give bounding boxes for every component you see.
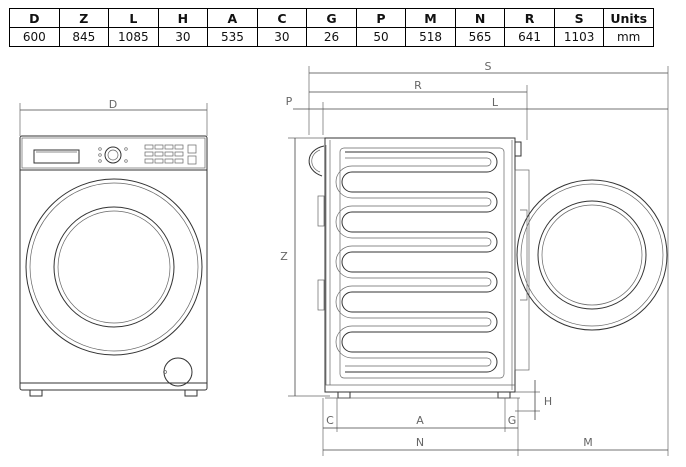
value-cell: 518 [405, 27, 456, 47]
dimension-g: G [505, 398, 519, 432]
dimension-z: Z [280, 137, 330, 397]
value-cell: 50 [355, 27, 407, 47]
dimension-m: M [518, 250, 669, 456]
dimension-s: S [308, 60, 669, 250]
label-l: L [492, 96, 499, 109]
front-foot-left [29, 389, 43, 397]
front-view: D [19, 98, 208, 397]
detergent-drawer [33, 149, 80, 164]
drum-coil [341, 151, 498, 373]
label-s: S [485, 60, 492, 73]
dimension-p: P [286, 95, 324, 135]
dimensions-table: D Z L H A C G P M N R S Units 600 845 10… [9, 8, 654, 47]
label-z: Z [280, 250, 288, 263]
hose-hook [308, 145, 325, 177]
label-n: N [416, 436, 424, 449]
value-cell: 535 [207, 27, 258, 47]
label-g: G [508, 414, 517, 427]
label-a: A [416, 414, 424, 427]
side-cabinet [324, 137, 516, 393]
front-cabinet [19, 135, 208, 391]
dimension-d: D [19, 98, 208, 136]
value-cell: 1103 [553, 27, 605, 47]
program-knob [104, 146, 122, 164]
dimension-c: C [322, 398, 338, 432]
dimension-l: L [323, 96, 668, 110]
value-cell: mm [603, 27, 654, 47]
label-m: M [583, 436, 593, 449]
front-foot-right [184, 389, 198, 397]
side-foot-rear [337, 391, 351, 399]
side-foot-front [497, 391, 511, 399]
filter-cover [163, 357, 193, 387]
value-cell: 565 [454, 27, 506, 47]
label-c: C [326, 414, 334, 427]
dimension-n: N [322, 432, 519, 456]
label-r: R [414, 79, 422, 92]
value-cell: 600 [9, 27, 60, 47]
side-view: S R P L Z [280, 60, 669, 456]
dimension-r: R [309, 79, 528, 140]
value-cell: 641 [504, 27, 555, 47]
value-cell: 845 [58, 27, 110, 47]
value-cell: 30 [256, 27, 308, 47]
dimension-a: A [337, 398, 506, 432]
door-glass [53, 206, 175, 328]
label-h: H [544, 395, 552, 408]
control-panel [144, 144, 197, 165]
label-d: D [109, 98, 117, 111]
value-cell: 1085 [108, 27, 159, 47]
header-cell: Units [603, 8, 654, 28]
dimension-h: H [515, 380, 552, 420]
dimensions-value-row: 600 845 1085 30 535 30 26 50 518 565 641… [9, 27, 654, 47]
open-door [516, 179, 668, 331]
door-outer-ring [25, 178, 203, 356]
label-p: P [286, 95, 293, 108]
